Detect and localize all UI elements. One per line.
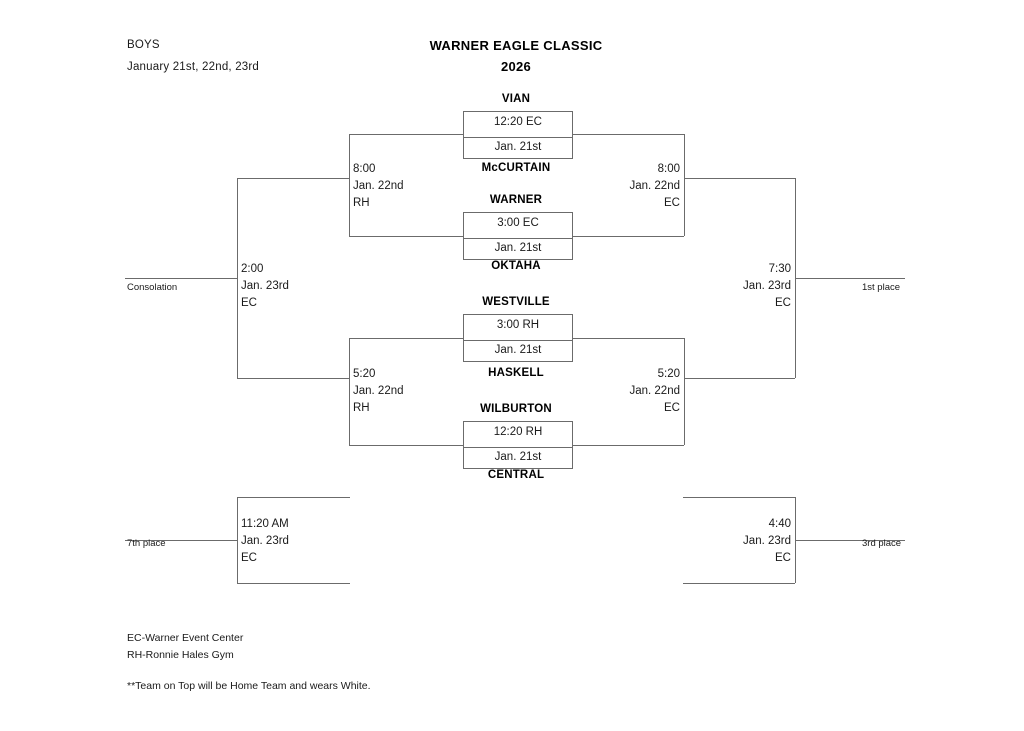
game-time-qf1: 12:20 EC <box>494 116 542 128</box>
sf-lower-left-time: 5:20 <box>353 368 376 380</box>
game-divider <box>464 447 572 448</box>
legend-ec: EC-Warner Event Center <box>127 632 244 644</box>
game-divider <box>464 340 572 341</box>
seventh-place-time: 11:20 AM <box>241 518 289 530</box>
bracket-vline-sf-lower-left <box>349 338 350 445</box>
bracket-hline-seventh-bottom <box>237 583 350 584</box>
connector-qf3-left <box>349 338 463 339</box>
championship-final-venue: EC <box>775 297 791 309</box>
game-date-qf1: Jan. 21st <box>494 141 542 153</box>
sf-upper-left-venue: RH <box>353 197 370 209</box>
third-place-label: 3rd place <box>862 538 902 549</box>
team-label-westville: WESTVILLE <box>482 296 550 308</box>
game-box-qf2[interactable]: 3:00 EC Jan. 21st <box>463 212 573 260</box>
championship-final-date: Jan. 23rd <box>743 280 791 292</box>
bracket-hline-seventh-out <box>125 540 237 541</box>
game-box-qf4[interactable]: 12:20 RH Jan. 21st <box>463 421 573 469</box>
round-info-sf-lower-right: 5:20 Jan. 22nd EC <box>580 366 680 417</box>
bracket-vline-sf-upper-right <box>684 134 685 236</box>
connector-qf4-right <box>572 445 684 446</box>
consolation-final-date: Jan. 23rd <box>241 280 289 292</box>
game-divider <box>464 238 572 239</box>
seventh-place-venue: EC <box>241 552 257 564</box>
sf-lower-left-venue: RH <box>353 402 370 414</box>
team-label-oktaha: OKTAHA <box>491 260 541 272</box>
round-info-seventh-place: 11:20 AM Jan. 23rd EC <box>241 516 289 567</box>
game-time-qf2: 3:00 EC <box>497 217 539 229</box>
bracket-hline-third-out <box>795 540 905 541</box>
team-label-mccurtain: McCURTAIN <box>481 162 551 174</box>
consolation-final-time: 2:00 <box>241 263 264 275</box>
bracket-hline-sf-lower-right <box>684 378 795 379</box>
tournament-dates: January 21st, 22nd, 23rd <box>127 61 260 73</box>
bracket-vline-seventh-place <box>237 497 238 583</box>
team-label-vian: VIAN <box>501 93 531 105</box>
sf-lower-right-time: 5:20 <box>657 368 680 380</box>
third-place-venue: EC <box>775 552 791 564</box>
round-info-championship-final: 7:30 Jan. 23rd EC <box>691 261 791 312</box>
sf-lower-right-date: Jan. 22nd <box>629 385 680 397</box>
first-place-label: 1st place <box>862 282 901 293</box>
connector-qf2-left <box>349 236 463 237</box>
game-time-qf4: 12:20 RH <box>493 426 543 438</box>
page-title: WARNER EAGLE CLASSIC <box>429 38 603 53</box>
round-info-consolation-final: 2:00 Jan. 23rd EC <box>241 261 289 312</box>
bracket-hline-sf-lower-left <box>237 378 349 379</box>
bracket-hline-seventh-top <box>237 497 350 498</box>
round-info-sf-upper-right: 8:00 Jan. 22nd EC <box>580 161 680 212</box>
team-label-wilburton: WILBURTON <box>480 403 552 415</box>
connector-qf2-right <box>572 236 684 237</box>
game-date-qf4: Jan. 21st <box>494 451 542 463</box>
sf-upper-left-date: Jan. 22nd <box>353 180 404 192</box>
consolation-final-venue: EC <box>241 297 257 309</box>
sf-lower-left-date: Jan. 22nd <box>353 385 404 397</box>
sf-lower-right-venue: EC <box>664 402 680 414</box>
bracket-hline-consolation-final <box>125 278 237 279</box>
game-date-qf2: Jan. 21st <box>494 242 542 254</box>
game-divider <box>464 137 572 138</box>
connector-qf1-left <box>349 134 463 135</box>
bracket-vline-sf-lower-right <box>684 338 685 445</box>
round-info-third-place: 4:40 Jan. 23rd EC <box>691 516 791 567</box>
third-place-date: Jan. 23rd <box>743 535 791 547</box>
bracket-hline-championship-final <box>795 278 905 279</box>
bracket-hline-sf-upper-right <box>684 178 795 179</box>
bracket-hline-sf-upper-left <box>237 178 349 179</box>
team-label-warner: WARNER <box>489 194 543 206</box>
home-team-note: **Team on Top will be Home Team and wear… <box>127 680 371 692</box>
connector-qf3-right <box>572 338 684 339</box>
game-time-qf3: 3:00 RH <box>496 319 540 331</box>
consolation-place-label: Consolation <box>127 282 178 293</box>
sf-upper-right-time: 8:00 <box>657 163 680 175</box>
division-label: BOYS <box>127 39 160 51</box>
bracket-vline-sf-upper-left <box>349 134 350 236</box>
connector-qf4-left <box>349 445 463 446</box>
championship-final-time: 7:30 <box>768 263 791 275</box>
round-info-sf-lower-left: 5:20 Jan. 22nd RH <box>353 366 404 417</box>
game-box-qf1[interactable]: 12:20 EC Jan. 21st <box>463 111 573 159</box>
game-date-qf3: Jan. 21st <box>494 344 542 356</box>
bracket-hline-third-bottom <box>683 583 795 584</box>
legend-rh: RH-Ronnie Hales Gym <box>127 649 234 661</box>
team-label-haskell: HASKELL <box>488 367 544 379</box>
sf-upper-left-time: 8:00 <box>353 163 376 175</box>
round-info-sf-upper-left: 8:00 Jan. 22nd RH <box>353 161 404 212</box>
bracket-hline-third-top <box>683 497 795 498</box>
connector-qf1-right <box>572 134 684 135</box>
third-place-time: 4:40 <box>768 518 791 530</box>
bracket-vline-consolation-final <box>237 178 238 378</box>
seventh-place-label: 7th place <box>127 538 166 549</box>
game-box-qf3[interactable]: 3:00 RH Jan. 21st <box>463 314 573 362</box>
team-label-central: CENTRAL <box>487 469 545 481</box>
sf-upper-right-venue: EC <box>664 197 680 209</box>
sf-upper-right-date: Jan. 22nd <box>629 180 680 192</box>
tournament-year: 2026 <box>500 59 532 74</box>
seventh-place-date: Jan. 23rd <box>241 535 289 547</box>
